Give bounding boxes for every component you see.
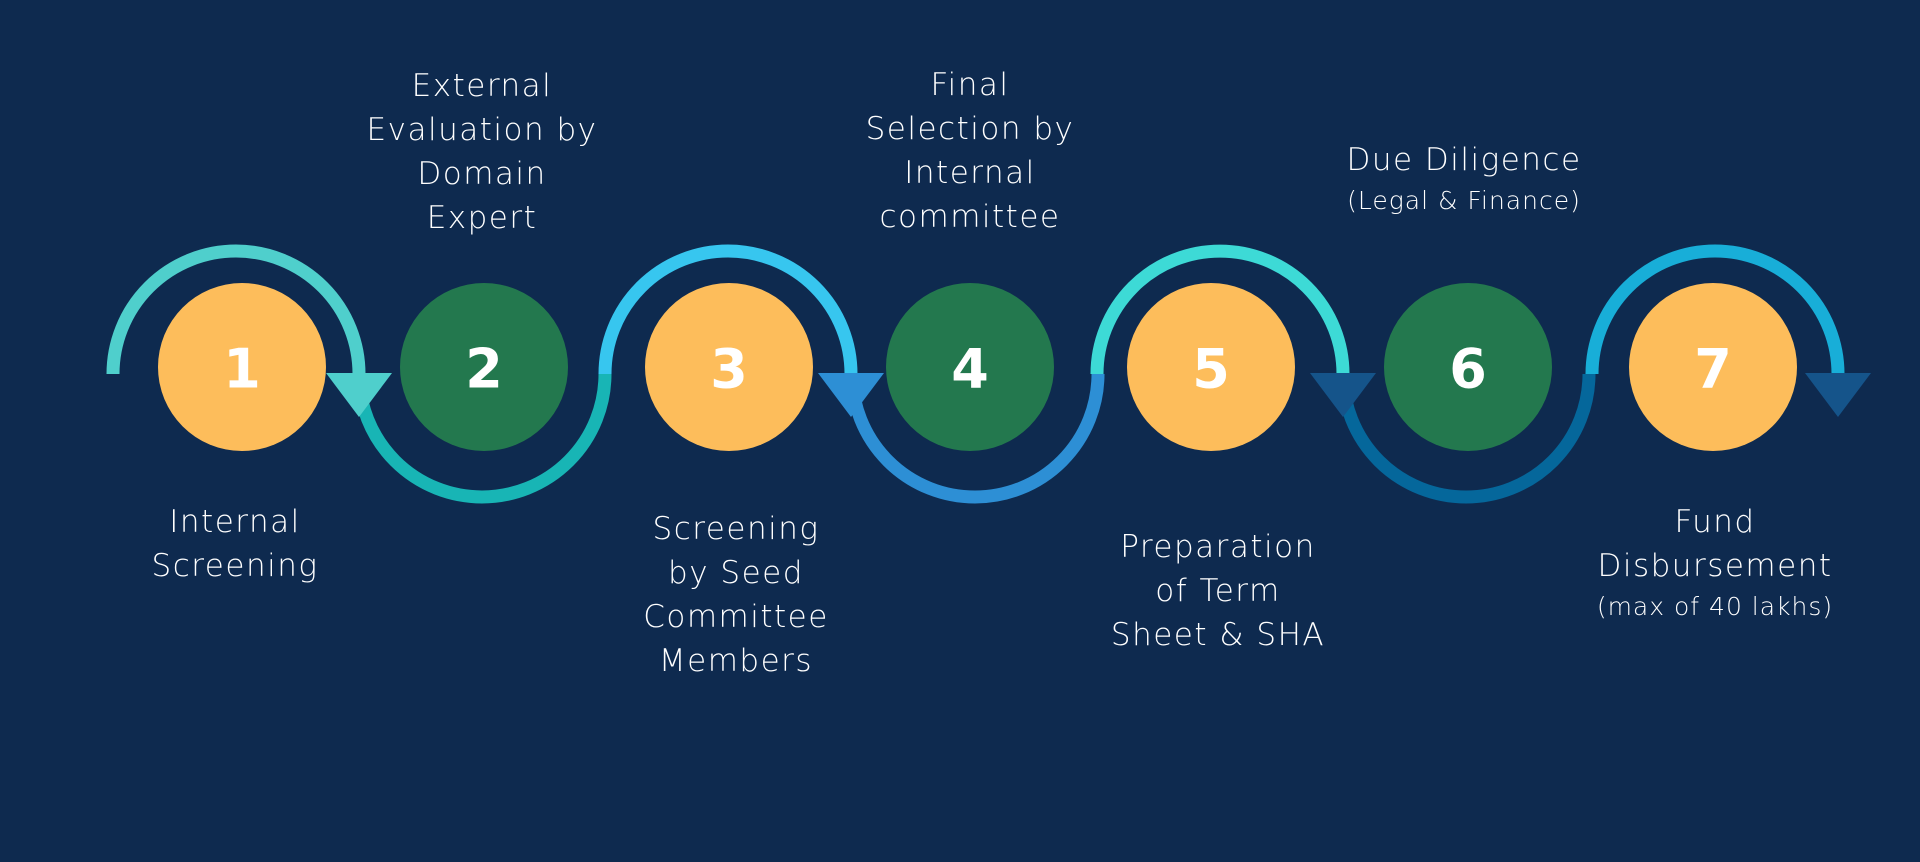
- step-number: 5: [1192, 338, 1230, 401]
- arrow-head-icon: [1805, 373, 1871, 417]
- step-label-line: Screening: [151, 548, 319, 584]
- arrow-head-icon: [326, 373, 392, 417]
- step-label-line: of Term: [1155, 573, 1281, 609]
- step-label-line: Members: [658, 643, 814, 679]
- step-label-line: Committee: [643, 599, 829, 635]
- arrow-head-icon: [1310, 373, 1376, 417]
- step-label-line: by Seed: [668, 555, 804, 591]
- step-circles: 1 2 3 4 5 6 7: [158, 283, 1797, 451]
- step-label-note: (Legal & Finance): [1347, 186, 1581, 215]
- step-label-line: Internal: [904, 155, 1036, 191]
- step-node-3: 3: [645, 283, 813, 451]
- connector-arrows: [326, 373, 1871, 417]
- step-node-6: 6: [1384, 283, 1552, 451]
- step-label-line: Due Diligence: [1346, 142, 1582, 178]
- step-node-5: 5: [1127, 283, 1295, 451]
- step-label-line: Screening: [652, 511, 820, 547]
- step-circle: [1127, 283, 1295, 451]
- step-label-line: Evaluation by: [366, 112, 598, 148]
- step-circle: [158, 283, 326, 451]
- step-label-line: Selection by: [865, 111, 1075, 147]
- connector-arc-1: [106, 244, 366, 375]
- step-number: 6: [1449, 338, 1487, 401]
- step-label-note: (max of 40 lakhs): [1596, 592, 1834, 621]
- step-label-line: Disbursement: [1597, 548, 1833, 584]
- step-label-line: committee: [879, 199, 1061, 235]
- step-label-line: Internal: [169, 504, 301, 540]
- connector-arc-6: [1336, 373, 1596, 504]
- step-number: 3: [710, 338, 748, 401]
- step-circle: [1629, 283, 1797, 451]
- connector-arc-5: [1090, 244, 1350, 375]
- connector-arcs: [106, 244, 1845, 504]
- step-label-line: Sheet & SHA: [1110, 617, 1326, 653]
- step-number: 7: [1694, 338, 1732, 401]
- step-node-7: 7: [1629, 283, 1797, 451]
- step-node-1: 1: [158, 283, 326, 451]
- step-node-2: 2: [400, 283, 568, 451]
- connector-arc-2: [352, 373, 612, 504]
- step-label-line: Domain: [417, 156, 547, 192]
- step-circle: [400, 283, 568, 451]
- connector-arc-3: [598, 244, 858, 375]
- step-number: 1: [223, 338, 261, 401]
- step-number: 2: [465, 338, 503, 401]
- connector-arc-7: [1585, 244, 1845, 375]
- step-label-line: External: [411, 68, 553, 104]
- step-number: 4: [951, 338, 989, 401]
- step-label-line: Expert: [426, 200, 538, 236]
- step-circle: [1384, 283, 1552, 451]
- step-label-line: Final: [930, 67, 1010, 103]
- step-label-line: Preparation: [1120, 529, 1316, 565]
- step-circle: [645, 283, 813, 451]
- step-circle: [886, 283, 1054, 451]
- connector-arc-4: [845, 373, 1105, 504]
- step-node-4: 4: [886, 283, 1054, 451]
- arrow-head-icon: [818, 373, 884, 417]
- step-label-line: Fund: [1674, 504, 1756, 540]
- step-label-6: Due Diligence (Legal & Finance): [1346, 138, 1581, 220]
